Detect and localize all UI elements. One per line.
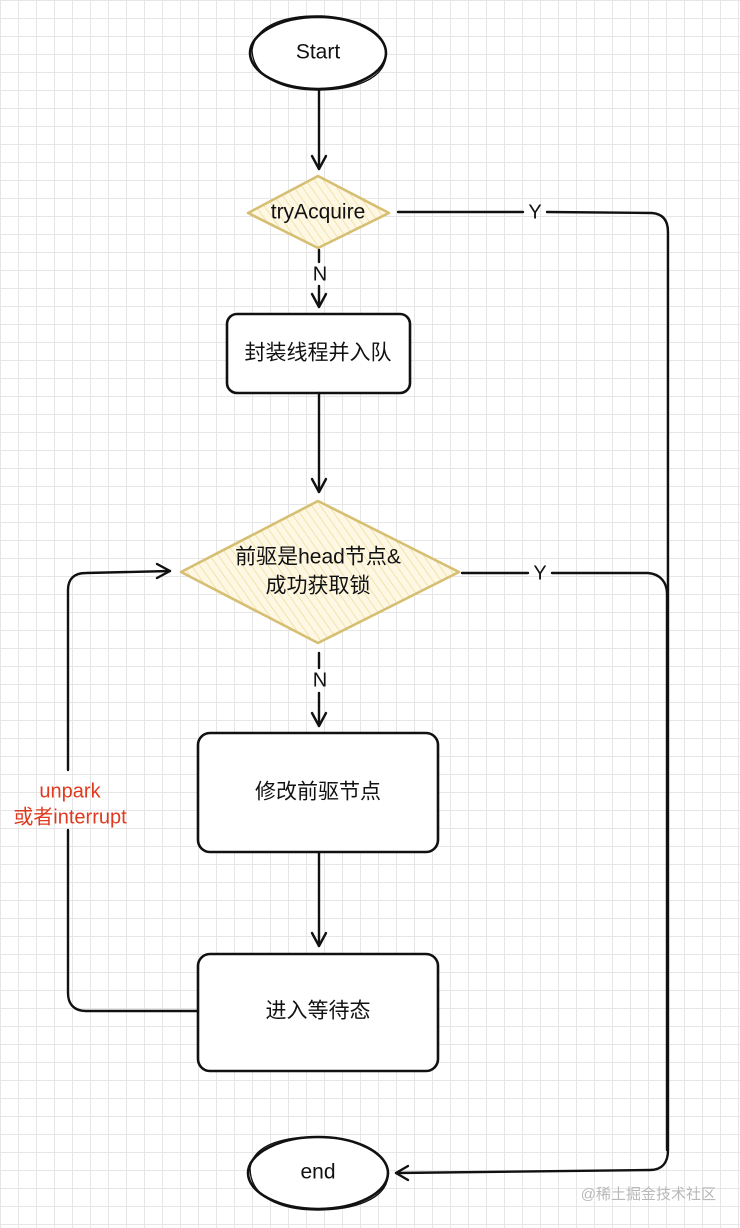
watermark: @稀土掘金技术社区 (581, 1186, 716, 1203)
check-head-diamond (179, 499, 461, 645)
edge-modify-to-wait (310, 851, 328, 948)
wait-state-node: 进入等待态 (196, 952, 440, 1073)
edge-check-head-yes (460, 571, 669, 1152)
modify-predecessor-box (196, 731, 440, 854)
wait-state-box (196, 952, 440, 1073)
check-head-label-line2: 成功获取锁 (266, 575, 371, 598)
end-node: end (246, 1135, 390, 1211)
start-node: Start (248, 15, 388, 91)
enqueue-node: 封装线程并入队 (225, 312, 412, 395)
check-head-label-line1: 前驱是head节点& (235, 546, 401, 569)
try-acquire-no-label: N (313, 263, 327, 285)
edge-wait-loop-back (66, 562, 200, 1013)
loop-note-line1: unpark (39, 780, 101, 802)
try-acquire-label: tryAcquire (271, 201, 366, 224)
check-head-no-label: N (313, 669, 327, 691)
check-head-yes-label: Y (533, 562, 546, 584)
try-acquire-node: tryAcquire (246, 174, 391, 250)
wait-state-label: 进入等待态 (266, 1000, 371, 1023)
start-label: Start (296, 41, 341, 64)
edge-try-acquire-no (310, 248, 328, 309)
edge-enqueue-to-check-head (310, 391, 328, 494)
modify-predecessor-node: 修改前驱节点 (196, 731, 440, 854)
start-ellipse-sketch (251, 15, 387, 91)
modify-predecessor-label: 修改前驱节点 (255, 781, 381, 804)
end-ellipse-sketch (249, 1136, 389, 1211)
check-head-node: 前驱是head节点& 成功获取锁 (179, 499, 461, 645)
edge-check-head-no (310, 651, 328, 728)
try-acquire-yes-label: Y (528, 201, 541, 223)
end-label: end (300, 1161, 335, 1184)
edge-start-to-try-acquire (310, 88, 328, 171)
try-acquire-diamond (246, 174, 391, 250)
enqueue-label: 封装线程并入队 (245, 342, 392, 365)
loop-note-line2: 或者interrupt (13, 805, 127, 828)
